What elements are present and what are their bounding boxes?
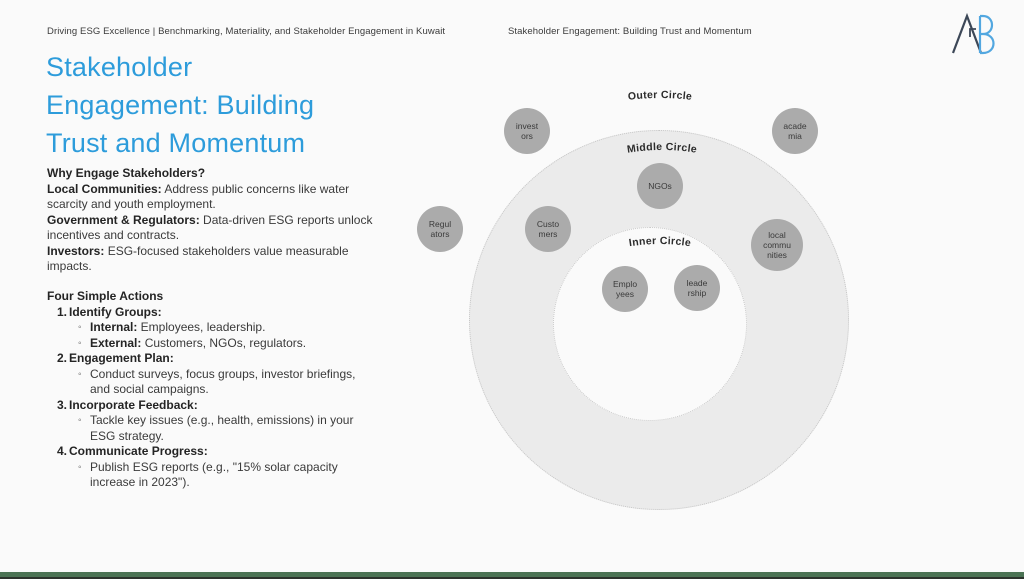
action-label: Incorporate Feedback: [69, 397, 198, 412]
intro-point-label: Investors: [47, 243, 105, 258]
action-4-sub: Publish ESG reports (e.g., "15% solar ca… [78, 460, 389, 491]
node-label: leade rship [686, 277, 708, 298]
sub-text: Internal: Employees, leadership. [90, 320, 358, 336]
sub-body: Customers, NGOs, regulators. [141, 335, 307, 350]
action-item-4: 4.Communicate Progress: [57, 444, 389, 460]
why-engage-section: Why Engage Stakeholders? Local Communiti… [47, 166, 385, 275]
action-label: Engagement Plan: [69, 351, 174, 365]
sub-body: Conduct surveys, focus groups, investor … [90, 366, 356, 397]
intro-point-government-regulators: Government & Regulators: Data-driven ESG… [47, 213, 385, 244]
node-label: invest ors [515, 120, 539, 141]
node-label: Regul ators [428, 218, 452, 239]
action-number: 1. [57, 304, 68, 319]
action-2-sub: Conduct surveys, focus groups, investor … [78, 367, 389, 398]
sub-text: Tackle key issues (e.g., health, emissio… [90, 413, 358, 444]
sub-text: Conduct surveys, focus groups, investor … [90, 367, 358, 398]
diagram-node-customers: Custo mers [525, 206, 571, 252]
action-1-sub-external: External: Customers, NGOs, regulators. [78, 336, 389, 352]
bullet-icon [78, 460, 90, 491]
node-label: Custo mers [536, 218, 560, 239]
node-label: acade mia [783, 120, 807, 141]
action-number: 3. [57, 397, 68, 412]
intro-point-text: Data-driven ESG reports unlock incentive… [47, 212, 373, 243]
outer-circle-label: Outer Circle [627, 89, 692, 103]
four-actions-heading: Four Simple Actions [47, 289, 164, 303]
action-number: 2. [57, 351, 68, 365]
diagram-node-leadership: leade rship [674, 265, 720, 311]
sub-body: Employees, leadership. [137, 320, 266, 334]
sub-body: Tackle key issues (e.g., health, emissio… [90, 413, 354, 443]
intro-point-label: Government & Regulators: [47, 212, 200, 227]
brand-logo-icon [951, 12, 995, 55]
diagram-node-investors: invest ors [504, 108, 550, 154]
action-item-3: 3.Incorporate Feedback: [57, 398, 389, 414]
intro-point-label: Local Communities: [47, 181, 162, 196]
action-label: Communicate Progress: [69, 444, 208, 458]
why-engage-heading: Why Engage Stakeholders? [47, 166, 206, 180]
action-1-sub-internal: Internal: Employees, leadership. [78, 320, 389, 336]
intro-point-text: ESG-focused stakeholders value measurabl… [47, 243, 349, 274]
node-label: Emplo yees [612, 278, 638, 299]
page-title: Stakeholder Engagement: Building Trust a… [46, 52, 315, 158]
action-item-1: 1.Identify Groups: [57, 305, 389, 321]
header-left-text: Driving ESG Excellence | Benchmarking, M… [47, 26, 446, 37]
intro-point-investors: Investors: ESG-focused stakeholders valu… [47, 244, 385, 275]
intro-point-text: Address public concerns like water scarc… [47, 181, 350, 212]
footer-accent-bar [0, 572, 1024, 577]
intro-point-local-communities: Local Communities: Address public concer… [47, 182, 385, 213]
diagram-node-local-communities: local commu nities [751, 219, 803, 271]
diagram-node-ngos: NGOs [637, 163, 683, 209]
action-label: Identify Groups: [69, 304, 162, 319]
action-item-2: 2.Engagement Plan: [57, 351, 389, 367]
sub-body: Publish ESG reports (e.g., "15% solar ca… [90, 459, 338, 490]
header-right-text: Stakeholder Engagement: Building Trust a… [508, 26, 752, 37]
node-label: NGOs [648, 180, 672, 191]
sub-label: Internal: [90, 320, 138, 334]
bullet-icon [78, 413, 90, 444]
node-label: local commu nities [763, 229, 791, 260]
four-actions-section: Four Simple Actions 1.Identify Groups: I… [47, 289, 389, 491]
diagram-node-regulators: Regul ators [417, 206, 463, 252]
inner-circle-ring [553, 227, 747, 421]
bullet-icon [78, 320, 90, 336]
bullet-icon [78, 336, 90, 352]
action-number: 4. [57, 444, 68, 458]
sub-label: External: [90, 335, 142, 350]
action-3-sub: Tackle key issues (e.g., health, emissio… [78, 413, 389, 444]
diagram-node-employees: Emplo yees [602, 266, 648, 312]
sub-text: Publish ESG reports (e.g., "15% solar ca… [90, 460, 358, 491]
diagram-node-academia: acade mia [772, 108, 818, 154]
sub-text: External: Customers, NGOs, regulators. [90, 336, 358, 352]
bullet-icon [78, 367, 90, 398]
footer-edge-bar [0, 577, 1024, 579]
